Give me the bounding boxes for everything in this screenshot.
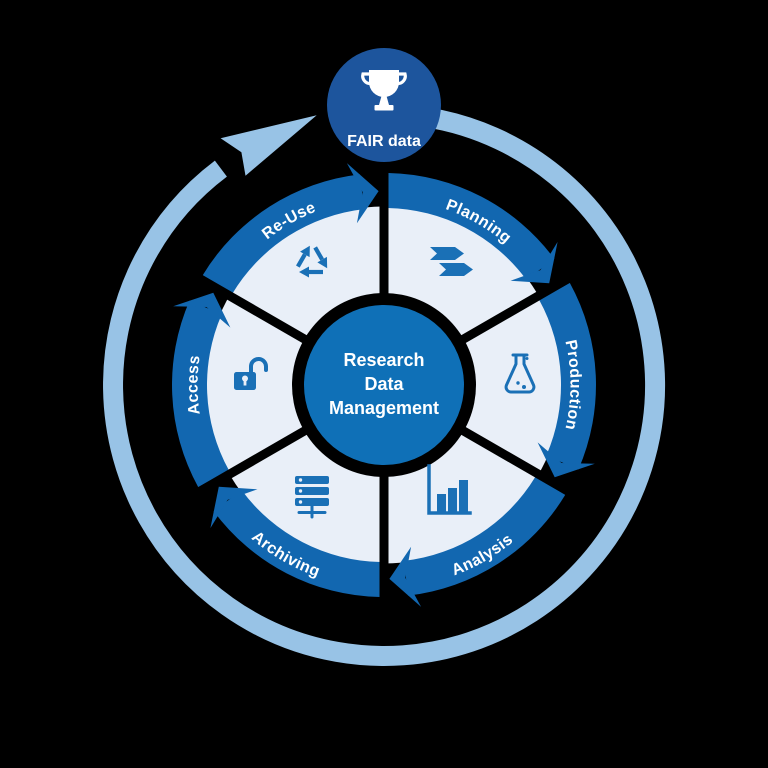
flask-icon (504, 353, 536, 394)
divider-spoke (442, 416, 572, 496)
outer-cycle (103, 104, 666, 666)
center-title-line-1: Research (343, 350, 424, 370)
trophy-icon (361, 70, 407, 111)
open-lock-icon (234, 357, 268, 390)
segment-label-access: Access (184, 354, 203, 416)
segment-arc-archiving (213, 490, 381, 597)
segment-arc-reuse (202, 174, 364, 294)
segment-arc-analysis (404, 476, 566, 596)
segment-arrowhead-analysis-icon (389, 546, 422, 607)
divider-spoke (196, 416, 326, 496)
segment-arrowhead-production-icon (537, 442, 595, 478)
outer-cycle-arrowhead-icon (220, 115, 317, 176)
divider-spoke (196, 274, 326, 354)
process-arrows-icon (430, 247, 473, 276)
center-hub (304, 305, 464, 465)
segment-arrowhead-archiving-icon (210, 486, 258, 529)
outer-cycle-ring (103, 104, 666, 666)
segment-label-production: Production (561, 338, 583, 431)
segment-arc-production (539, 282, 596, 470)
segment-arc-access (172, 300, 229, 488)
divider-spoke (442, 274, 572, 354)
center-title-line-2: Data (364, 374, 404, 394)
server-stack-icon (295, 476, 329, 519)
segment-arc-planning (387, 173, 555, 280)
segment-arrowhead-planning-icon (510, 241, 558, 284)
fair-badge: FAIR data (327, 48, 441, 162)
bar-chart-icon (427, 464, 472, 515)
segment-arrowhead-reuse-icon (346, 163, 379, 224)
center-title-line-3: Management (329, 398, 439, 418)
fair-label: FAIR data (347, 133, 421, 150)
segment-arrowhead-access-icon (173, 292, 231, 328)
recycle-icon (296, 245, 328, 278)
